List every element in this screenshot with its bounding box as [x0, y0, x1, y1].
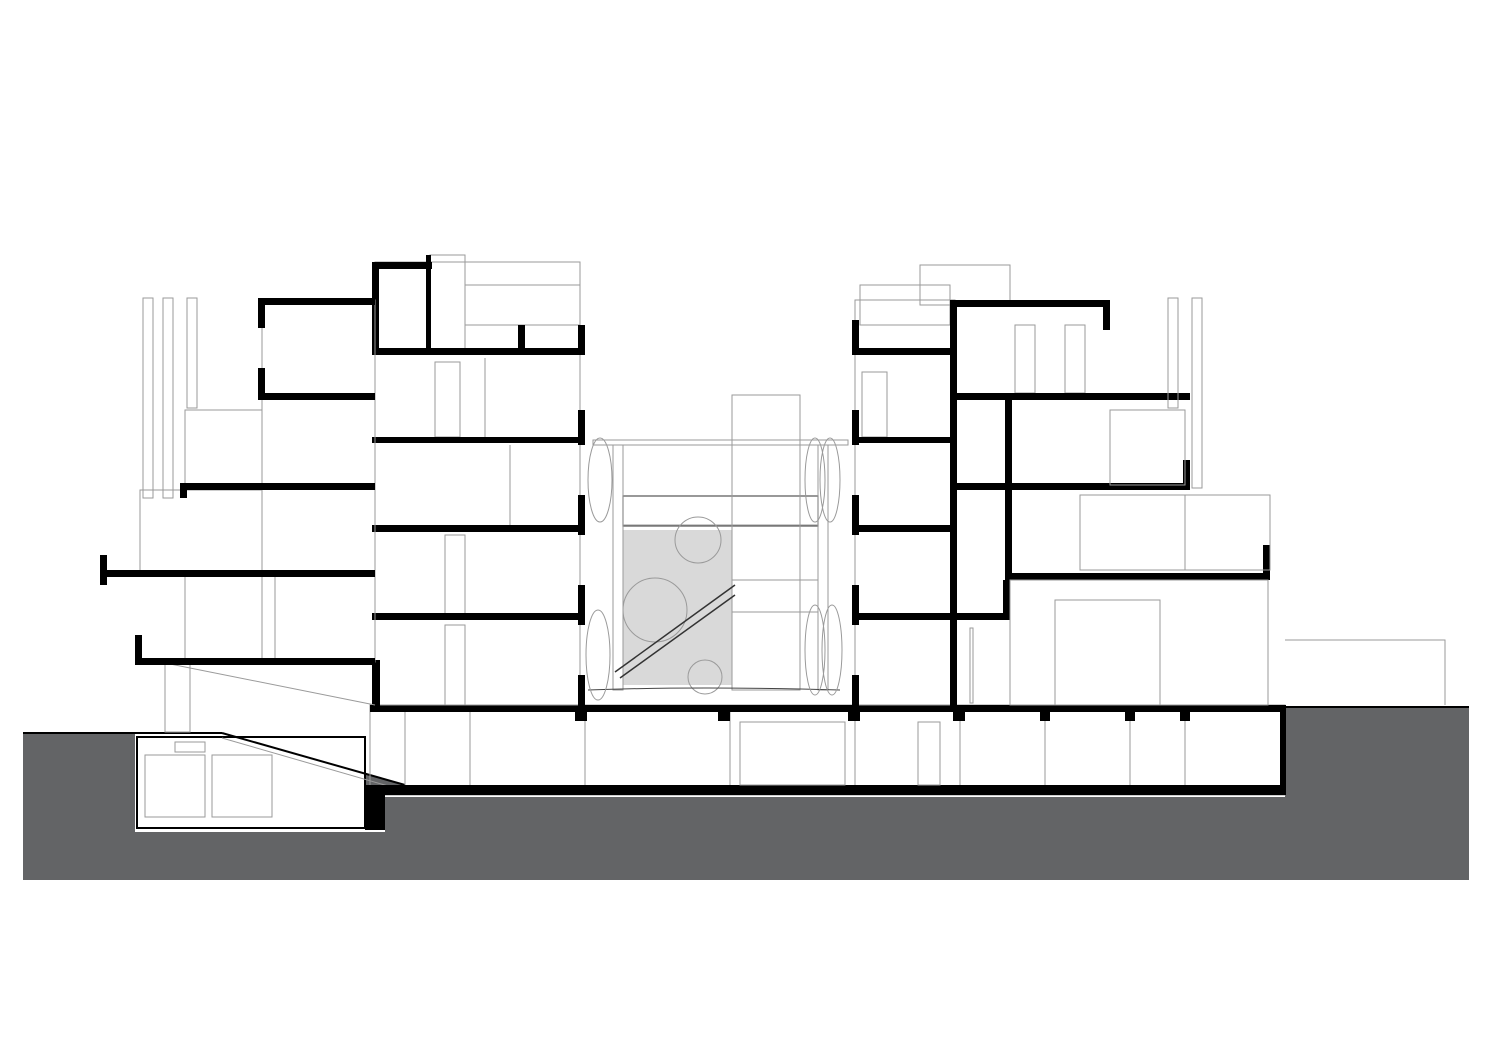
- atrium: [585, 394, 849, 701]
- left-tower: [100, 254, 585, 733]
- main-basement: [365, 704, 1286, 830]
- right-tower: [852, 264, 1446, 710]
- trees: [585, 437, 843, 701]
- garage-basement: [136, 732, 406, 829]
- chimneys: [142, 297, 198, 499]
